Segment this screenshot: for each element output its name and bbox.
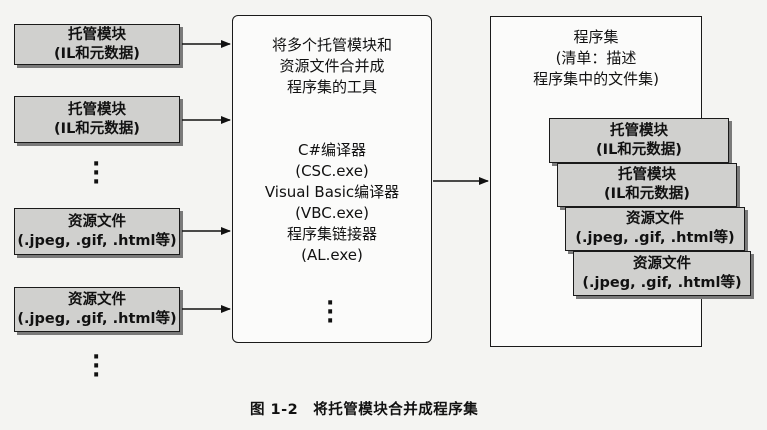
module-detail: (IL和元数据) [596, 141, 682, 158]
assembly-title-line: (清单：描述 [555, 49, 637, 67]
input-resource-file-2: 资源文件 (.jpeg, .gif, .html等) [14, 287, 180, 332]
tool-csc-exe: (CSC.exe) [295, 162, 369, 180]
resource-detail: (.jpeg, .gif, .html等) [582, 274, 742, 291]
resource-detail: (.jpeg, .gif, .html等) [575, 230, 735, 246]
tool-box: 将多个托管模块和 资源文件合并成 程序集的工具 C#编译器 (CSC.exe) … [232, 15, 432, 343]
heading-line: 将多个托管模块和 [271, 36, 392, 54]
module-title: 托管模块 [68, 26, 126, 43]
tool-al-name: 程序集链接器 [286, 225, 377, 243]
heading-line: 程序集的工具 [286, 78, 377, 96]
input-managed-module-2: 托管模块 (IL和元数据) [14, 96, 180, 143]
more-modules-ellipsis: ··· [92, 152, 101, 195]
more-resources-ellipsis: ··· [92, 345, 101, 388]
resource-detail: (.jpeg, .gif, .html等) [17, 310, 177, 327]
more-tools-ellipsis: ··· [326, 291, 335, 334]
resource-title: 资源文件 [68, 213, 126, 230]
resource-detail: (.jpeg, .gif, .html等) [17, 232, 177, 249]
module-title: 托管模块 [618, 167, 676, 183]
resource-title: 资源文件 [633, 255, 691, 272]
resource-title: 资源文件 [626, 211, 684, 227]
assembly-managed-module-1: 托管模块 (IL和元数据) [549, 118, 729, 163]
assembly-title-line: 程序集 [573, 28, 619, 46]
module-detail: (IL和元数据) [54, 45, 140, 62]
assembly-resource-file-1: 资源文件 (.jpeg, .gif, .html等) [565, 207, 745, 251]
heading-line: 资源文件合并成 [279, 57, 385, 75]
tool-csc-name: C#编译器 [297, 141, 367, 159]
assembly-title-line: 程序集中的文件集) [533, 70, 659, 88]
module-title: 托管模块 [68, 101, 126, 118]
input-resource-file-1: 资源文件 (.jpeg, .gif, .html等) [14, 208, 180, 255]
module-detail: (IL和元数据) [604, 186, 690, 202]
assembly-managed-module-2: 托管模块 (IL和元数据) [557, 163, 737, 207]
tool-al-exe: (AL.exe) [301, 246, 363, 264]
tool-vbc-exe: (VBC.exe) [295, 204, 369, 222]
tool-vbc-name: Visual Basic编译器 [264, 183, 400, 201]
assembly-title: 程序集 (清单：描述 程序集中的文件集) [491, 17, 701, 90]
tool-list: C#编译器 (CSC.exe) Visual Basic编译器 (VBC.exe… [233, 98, 431, 266]
module-detail: (IL和元数据) [54, 120, 140, 137]
module-title: 托管模块 [610, 122, 668, 139]
figure-caption: 图 1-2 将托管模块合并成程序集 [250, 402, 479, 418]
resource-title: 资源文件 [68, 291, 126, 308]
assembly-resource-file-2: 资源文件 (.jpeg, .gif, .html等) [573, 251, 751, 296]
input-managed-module-1: 托管模块 (IL和元数据) [14, 24, 180, 65]
tool-box-heading: 将多个托管模块和 资源文件合并成 程序集的工具 [233, 16, 431, 98]
